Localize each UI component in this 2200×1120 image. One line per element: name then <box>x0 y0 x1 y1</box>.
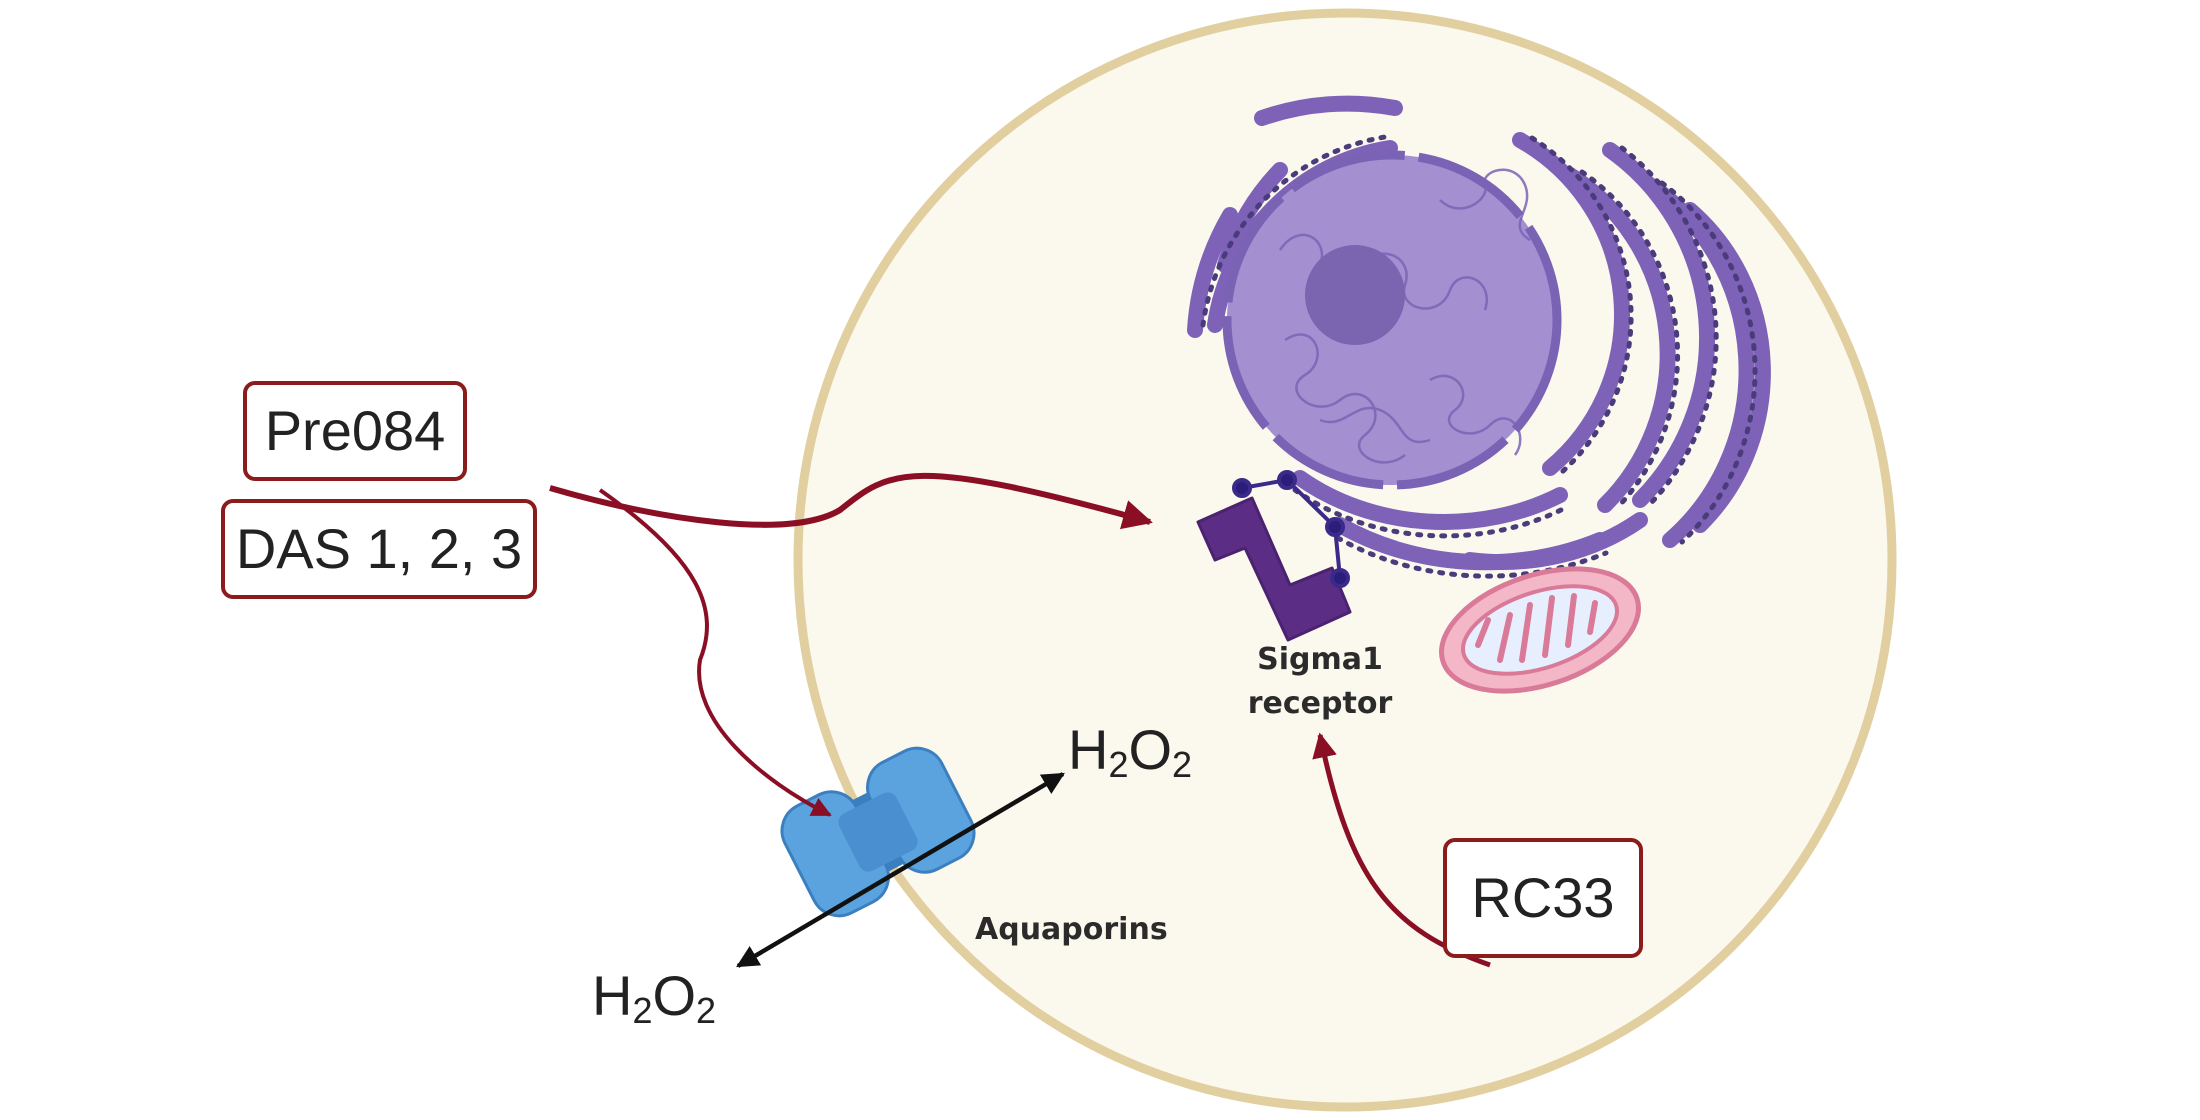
aquaporins-label: Aquaporins <box>975 912 1168 947</box>
mitochondrion <box>1439 566 1641 694</box>
sigma1-label-line2: receptor <box>1247 685 1393 721</box>
sigma1-receptor-label: Sigma1 receptor <box>1245 638 1395 725</box>
das-label: DAS 1, 2, 3 <box>221 499 537 599</box>
sigma1-receptor <box>1196 470 1352 642</box>
arrow-to-aquaporin <box>598 488 832 817</box>
chromatin <box>1278 168 1531 464</box>
h2o2-inside-label: H2O2 <box>1068 718 1193 785</box>
nucleus <box>1222 150 1562 490</box>
rc33-label: RC33 <box>1443 838 1643 958</box>
h2o2-transport-arrow <box>736 772 1065 968</box>
nucleolus <box>1305 245 1405 345</box>
pre084-label: Pre084 <box>243 381 467 481</box>
arrow-to-sigma1 <box>549 472 1153 530</box>
sigma1-label-line1: Sigma1 <box>1257 642 1383 677</box>
endoplasmic-reticulum <box>1187 95 1771 579</box>
h2o2-outside-label: H2O2 <box>592 964 717 1031</box>
